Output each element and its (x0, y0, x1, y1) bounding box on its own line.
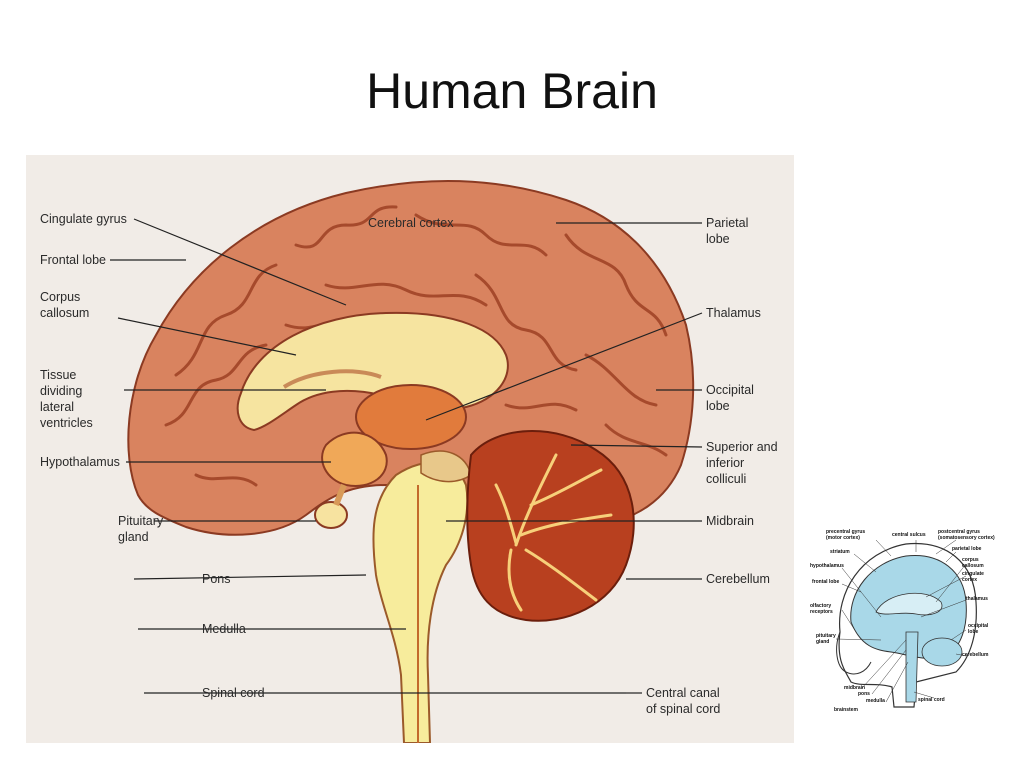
thumb-label-cingulate-cortex: cingulate cortex (962, 571, 984, 583)
label-pituitary-gland: Pituitary gland (118, 514, 164, 544)
thumb-label-postcentral-gyrus: postcentral gyrus (somatosensory cortex) (938, 529, 995, 541)
thumb-label-central-sulcus: central sulcus (892, 532, 926, 538)
label-pons: Pons (202, 572, 231, 586)
label-frontal-lobe: Frontal lobe (40, 253, 107, 267)
thumb-label-thalamus: thalamus (966, 596, 988, 602)
thumb-label-midbrain: midbrain (844, 685, 866, 691)
brainstem-shape (372, 461, 469, 743)
brain-illustration (127, 179, 695, 743)
label-superior-inferior-colliculi: Superior and inferior colliculi (706, 440, 778, 486)
thalamus-shape (355, 384, 467, 450)
label-cerebellum: Cerebellum (706, 572, 770, 586)
label-hypothalamus: Hypothalamus (40, 455, 120, 469)
thumbnail-illustration (835, 539, 977, 708)
brain-thumbnail-diagram: precentral gyrus (motor cortex) central … (806, 522, 1000, 718)
thumb-label-precentral-gyrus: precentral gyrus (motor cortex) (826, 529, 866, 541)
pituitary-shape (314, 501, 348, 529)
label-corpus-callosum: Corpus callosum (40, 290, 90, 320)
thumb-label-cerebellum: cerebellum (962, 652, 989, 658)
label-occipital-lobe: Occipital lobe (706, 383, 754, 413)
thumb-label-spinal-cord: spinal cord (918, 697, 945, 703)
thumb-label-striatum: striatum (830, 549, 850, 555)
label-midbrain: Midbrain (706, 514, 754, 528)
thumb-label-olfactory-receptors: olfactory receptors (810, 603, 833, 615)
label-parietal-lobe: Parietal lobe (706, 216, 749, 246)
brain-sagittal-diagram: Cingulate gyrus Frontal lobe Corpus call… (26, 155, 794, 743)
label-thalamus: Thalamus (706, 306, 761, 320)
label-medulla: Medulla (202, 622, 246, 636)
label-tissue-dividing: Tissue dividing lateral ventricles (40, 368, 93, 430)
slide-title: Human Brain (366, 63, 658, 119)
thumb-label-occipital-lobe: occipital lobe (968, 623, 989, 635)
label-cerebral-cortex: Cerebral cortex (368, 216, 454, 230)
thumb-label-medulla: medulla (866, 698, 885, 704)
thumb-label-corpus-callosum: corpus callosum (962, 557, 984, 569)
thumb-label-pituitary-gland: pituitary gland (816, 633, 836, 645)
label-central-canal: Central canal of spinal cord (646, 686, 721, 716)
thumb-label-brainstem: brainstem (834, 707, 858, 713)
label-spinal-cord: Spinal cord (202, 686, 265, 700)
label-cingulate-gyrus: Cingulate gyrus (40, 212, 127, 226)
thumb-label-hypothalamus: hypothalamus (810, 563, 844, 569)
thumb-label-parietal-lobe: parietal lobe (952, 546, 982, 552)
thumb-label-pons: pons (858, 691, 870, 697)
thumb-label-frontal-lobe: frontal lobe (812, 579, 840, 585)
leader-lines (110, 218, 703, 694)
